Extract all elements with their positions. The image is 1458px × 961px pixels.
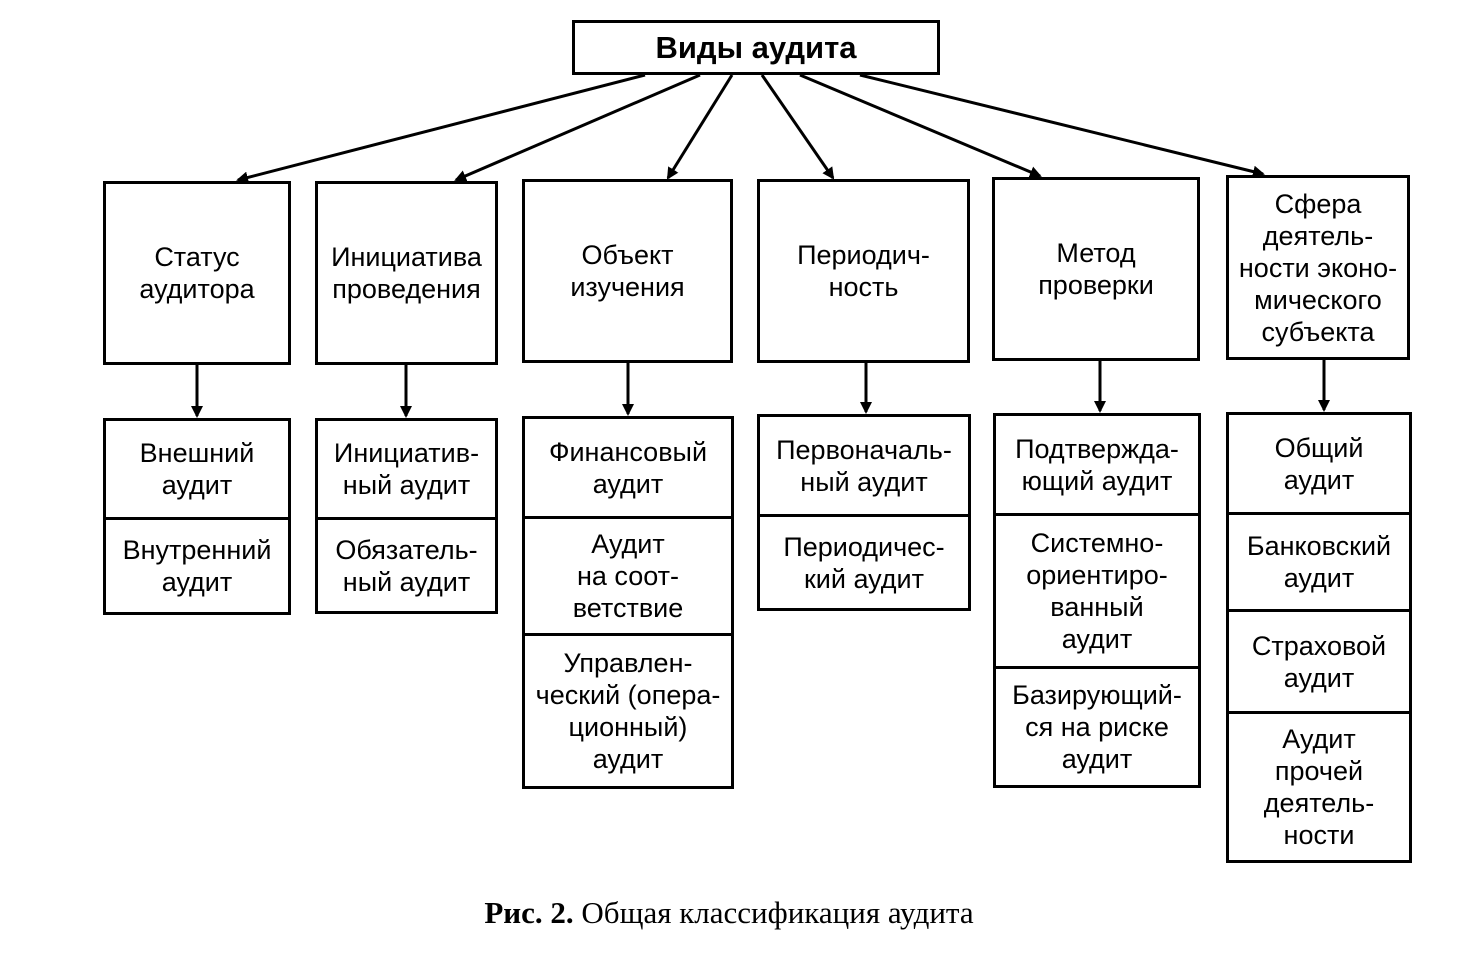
subtype-label: Общий аудит (1274, 432, 1364, 495)
category-label: Сфера деятель- ности эконо- мического су… (1238, 188, 1398, 347)
subtype-cell: Обязатель- ный аудит (318, 520, 495, 611)
subtype-label: Периодичес- кий аудит (783, 531, 945, 594)
subtype-list-sphere: Общий аудит Банковский аудит Страховой а… (1226, 412, 1412, 863)
subtype-cell: Управлен- ческий (опера- ционный) аудит (525, 636, 731, 786)
subtype-cell: Аудит прочей деятель- ности (1229, 714, 1409, 860)
subtype-label: Аудит прочей деятель- ности (1263, 724, 1375, 850)
root-title: Виды аудита (655, 29, 857, 65)
subtype-cell: Системно- ориентиро- ванный аудит (996, 516, 1198, 669)
subtype-cell: Периодичес- кий аудит (760, 517, 968, 608)
subtype-list-method: Подтвержда- ющий аудит Системно- ориенти… (993, 413, 1201, 788)
arrow-root-to-object (666, 74, 734, 180)
arrow-root-to-sphere (859, 73, 1265, 178)
subtype-label: Внешний аудит (139, 438, 255, 500)
subtype-label: Системно- ориентиро- ванный аудит (1026, 528, 1168, 654)
subtype-cell: Общий аудит (1229, 415, 1409, 515)
arrow-root-to-periodicity (760, 74, 835, 180)
subtype-cell: Внутренний аудит (106, 520, 288, 612)
subtype-cell: Внешний аудит (106, 421, 288, 520)
category-label: Метод проверки (1038, 238, 1154, 300)
subtype-label: Банковский аудит (1246, 531, 1392, 593)
arrow-root-to-method (799, 73, 1042, 178)
subtype-label: Аудит на соот- ветствие (572, 529, 684, 623)
category-label: Периодич- ность (797, 240, 930, 302)
subtype-label: Управлен- ческий (опера- ционный) аудит (535, 648, 721, 774)
subtype-list-status: Внешний аудит Внутренний аудит (103, 418, 291, 615)
subtype-list-object: Финансовый аудит Аудит на соот- ветствие… (522, 416, 734, 789)
category-node-object: Объект изучения (522, 179, 733, 363)
subtype-label: Страховой аудит (1251, 630, 1387, 693)
category-node-method: Метод проверки (992, 177, 1200, 361)
subtype-label: Подтвержда- ющий аудит (1015, 433, 1179, 496)
category-label: Объект изучения (570, 240, 685, 302)
category-label: Инициатива проведения (331, 242, 482, 304)
root-node: Виды аудита (572, 20, 940, 75)
subtype-cell: Базирующий- ся на риске аудит (996, 669, 1198, 785)
arrow-root-to-status (236, 73, 646, 184)
category-label: Статус аудитора (139, 242, 255, 304)
subtype-label: Первоначаль- ный аудит (776, 434, 952, 497)
subtype-label: Финансовый аудит (548, 436, 708, 499)
figure-caption-prefix: Рис. 2. (484, 895, 574, 930)
subtype-cell: Первоначаль- ный аудит (760, 417, 968, 517)
subtype-label: Обязатель- ный аудит (335, 534, 478, 597)
subtype-cell: Инициатив- ный аудит (318, 421, 495, 520)
category-node-status: Статус аудитора (103, 181, 291, 365)
subtype-cell: Подтвержда- ющий аудит (996, 416, 1198, 516)
subtype-label: Инициатив- ный аудит (333, 438, 480, 500)
category-node-initiative: Инициатива проведения (315, 181, 498, 365)
figure-caption-text: Общая классификация аудита (573, 895, 974, 930)
category-node-periodicity: Периодич- ность (757, 179, 970, 363)
category-node-sphere: Сфера деятель- ности эконо- мического су… (1226, 175, 1410, 360)
subtype-label: Базирующий- ся на риске аудит (1012, 680, 1182, 774)
subtype-list-periodicity: Первоначаль- ный аудит Периодичес- кий а… (757, 414, 971, 611)
figure-caption: Рис. 2. Общая классификация аудита (0, 895, 1458, 931)
subtype-cell: Аудит на соот- ветствие (525, 519, 731, 636)
arrow-root-to-initiative (454, 73, 701, 182)
subtype-cell: Банковский аудит (1229, 515, 1409, 612)
subtype-label: Внутренний аудит (122, 535, 272, 597)
subtype-list-initiative: Инициатив- ный аудит Обязатель- ный ауди… (315, 418, 498, 614)
subtype-cell: Финансовый аудит (525, 419, 731, 519)
subtype-cell: Страховой аудит (1229, 612, 1409, 714)
